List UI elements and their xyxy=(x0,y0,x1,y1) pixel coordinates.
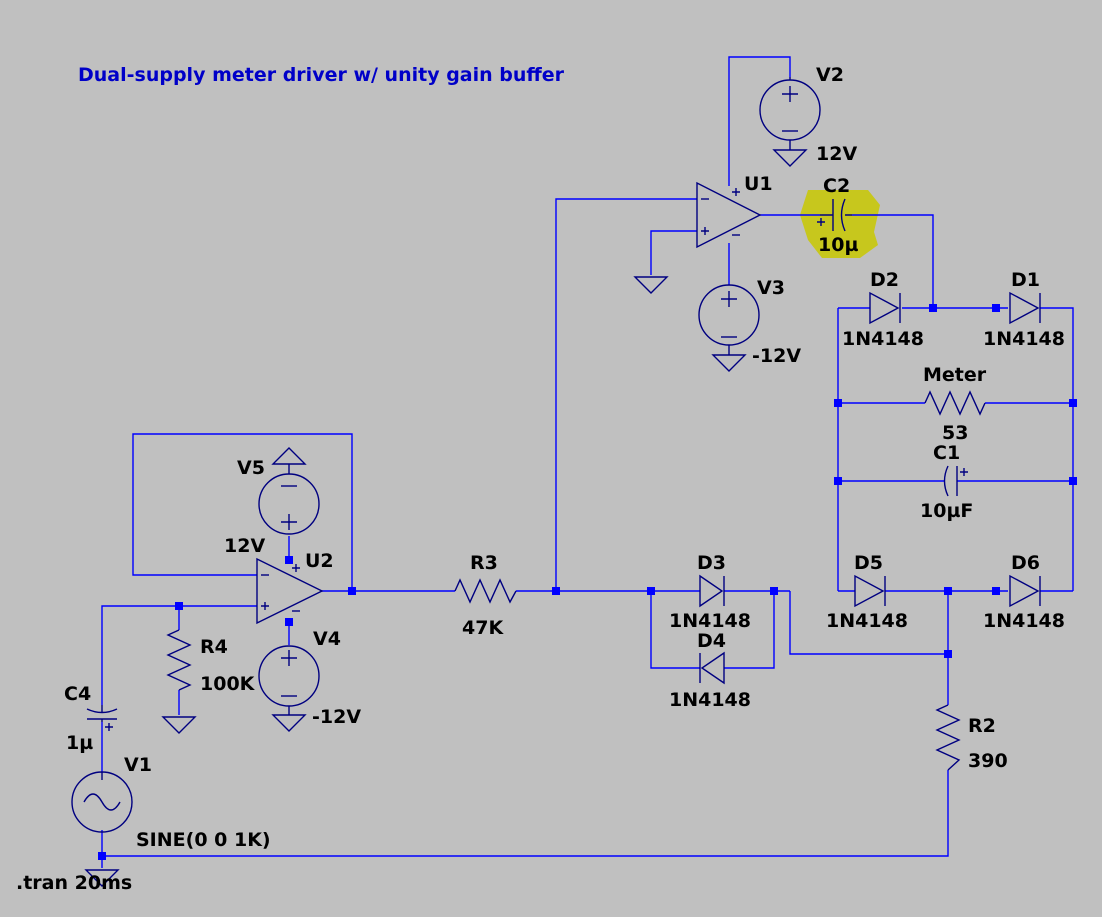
meter-value: 53 xyxy=(942,422,968,444)
d3-value: 1N4148 xyxy=(669,610,751,632)
schematic-title: Dual-supply meter driver w/ unity gain b… xyxy=(78,64,565,86)
sine-source-v1[interactable] xyxy=(71,771,133,833)
diode-d2[interactable] xyxy=(869,291,901,325)
resistor-r3[interactable] xyxy=(454,578,517,604)
d3-name: D3 xyxy=(697,552,726,574)
ground-u1-icon xyxy=(633,276,669,294)
diode-d4[interactable] xyxy=(699,651,725,685)
d2-name: D2 xyxy=(870,269,899,291)
v1-name: V1 xyxy=(124,754,152,776)
v5-name: V5 xyxy=(237,457,265,479)
capacitor-c2[interactable] xyxy=(817,198,852,232)
c2-name: C2 xyxy=(823,175,850,197)
resistor-r4[interactable] xyxy=(166,629,192,691)
v4-value: -12V xyxy=(312,706,361,728)
c2-value: 10µ xyxy=(818,234,858,256)
u1-name: U1 xyxy=(744,173,773,195)
d1-name: D1 xyxy=(1011,269,1040,291)
wires xyxy=(101,56,1074,868)
u2-name: U2 xyxy=(305,550,334,572)
c1-value: 10µF xyxy=(920,500,973,522)
c4-value: 1µ xyxy=(66,732,93,754)
voltage-source-v3[interactable] xyxy=(698,284,760,372)
d5-value: 1N4148 xyxy=(826,610,908,632)
v2-value: 12V xyxy=(816,143,857,165)
meter-name: Meter xyxy=(923,364,987,386)
v4-name: V4 xyxy=(313,628,341,650)
voltage-source-v4[interactable] xyxy=(258,645,320,732)
resistor-meter[interactable] xyxy=(924,390,986,416)
junctions xyxy=(98,304,1077,860)
r2-value: 390 xyxy=(968,750,1008,772)
d2-value: 1N4148 xyxy=(842,328,924,350)
v1-value: SINE(0 0 1K) xyxy=(136,829,271,851)
d1-value: 1N4148 xyxy=(983,328,1065,350)
d6-name: D6 xyxy=(1011,552,1040,574)
d4-value: 1N4148 xyxy=(669,689,751,711)
diode-d6[interactable] xyxy=(1009,574,1041,608)
v2-name: V2 xyxy=(816,64,844,86)
diode-d5[interactable] xyxy=(854,574,886,608)
c1-name: C1 xyxy=(933,442,960,464)
voltage-source-v5[interactable] xyxy=(258,447,320,535)
capacitor-c1[interactable] xyxy=(943,465,969,497)
ground-r4-icon xyxy=(161,716,197,734)
d6-value: 1N4148 xyxy=(983,610,1065,632)
v5-value: 12V xyxy=(224,535,265,557)
c4-name: C4 xyxy=(64,683,91,705)
capacitor-c4[interactable] xyxy=(86,705,118,731)
v3-value: -12V xyxy=(752,345,801,367)
d4-name: D4 xyxy=(697,630,726,652)
diode-d3[interactable] xyxy=(699,574,725,608)
resistor-r2[interactable] xyxy=(935,704,961,771)
r4-name: R4 xyxy=(200,636,228,658)
c2-selection-highlight xyxy=(800,190,880,258)
diode-d1[interactable] xyxy=(1009,291,1041,325)
spice-directive[interactable]: .tran 20ms xyxy=(16,872,132,894)
d5-name: D5 xyxy=(854,552,883,574)
r2-name: R2 xyxy=(968,715,996,737)
opamp-u1[interactable] xyxy=(696,181,762,249)
ground-v1-icon xyxy=(84,869,120,887)
r4-value: 100K xyxy=(200,673,256,695)
v3-name: V3 xyxy=(757,277,785,299)
r3-name: R3 xyxy=(470,552,498,574)
r3-value: 47K xyxy=(462,617,504,639)
opamp-u2[interactable] xyxy=(256,557,324,625)
voltage-source-v2[interactable] xyxy=(759,77,821,167)
